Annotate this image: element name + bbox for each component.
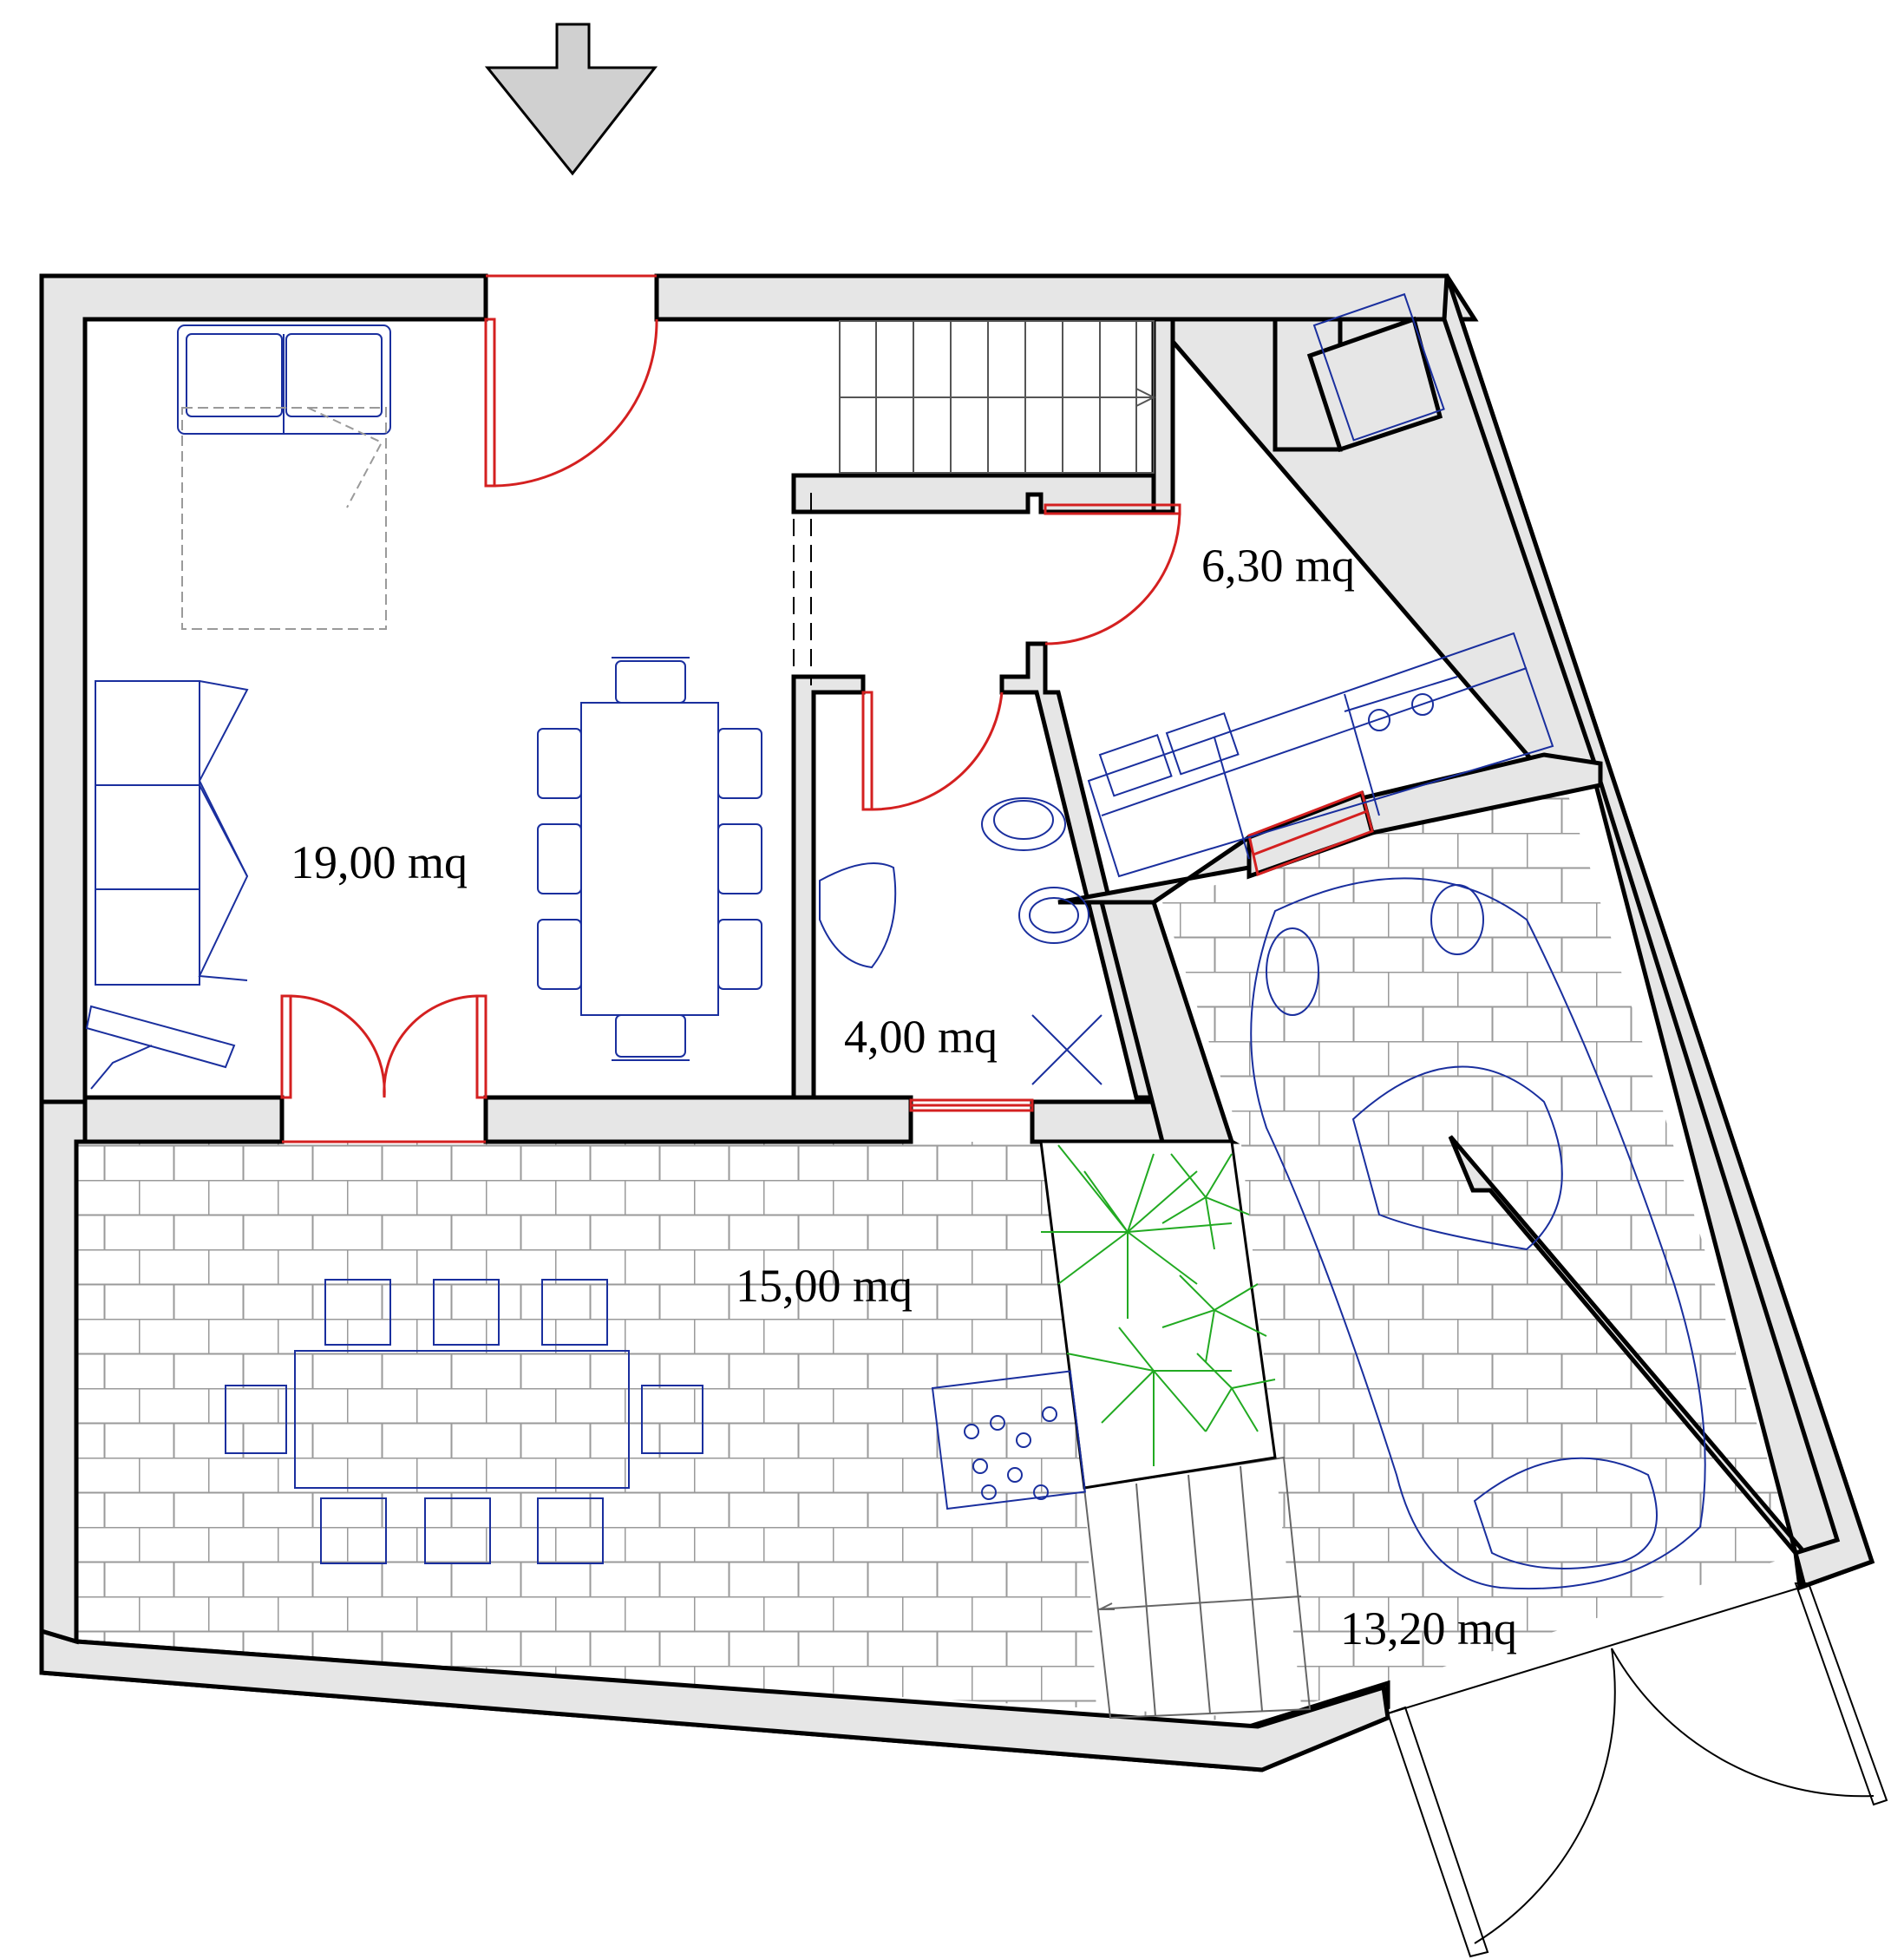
staircase-icon [839, 320, 1156, 474]
outdoor-dining-table [225, 1279, 703, 1564]
patio-paving [76, 1142, 1253, 1726]
doors [280, 274, 1374, 1143]
room-area-living: 19,00 mq [291, 836, 468, 888]
dining-table-icon [537, 657, 762, 1061]
walls [39, 273, 1875, 1772]
entrance-arrow-icon [484, 23, 658, 176]
room-area-parking: 13,20 mq [1340, 1602, 1517, 1654]
room-area-kitchen: 6,30 mq [1201, 540, 1355, 592]
armchairs [95, 680, 249, 986]
plant-icon [1041, 1144, 1276, 1466]
parking-paving [1162, 772, 1796, 1705]
gate [1386, 1582, 1888, 1958]
bathroom-fixtures [819, 797, 1102, 1085]
sofa-bed-icon [177, 324, 391, 630]
ironing-board [85, 1005, 236, 1090]
room-area-patio: 15,00 mq [736, 1260, 913, 1312]
kitchen-counter [1087, 632, 1554, 878]
room-area-bathroom: 4,00 mq [844, 1011, 998, 1063]
furniture [85, 292, 1706, 1590]
ramp [1083, 1456, 1312, 1720]
interior-outlines [85, 318, 1167, 685]
car-icon [1250, 877, 1706, 1590]
stone-box [931, 1370, 1086, 1510]
